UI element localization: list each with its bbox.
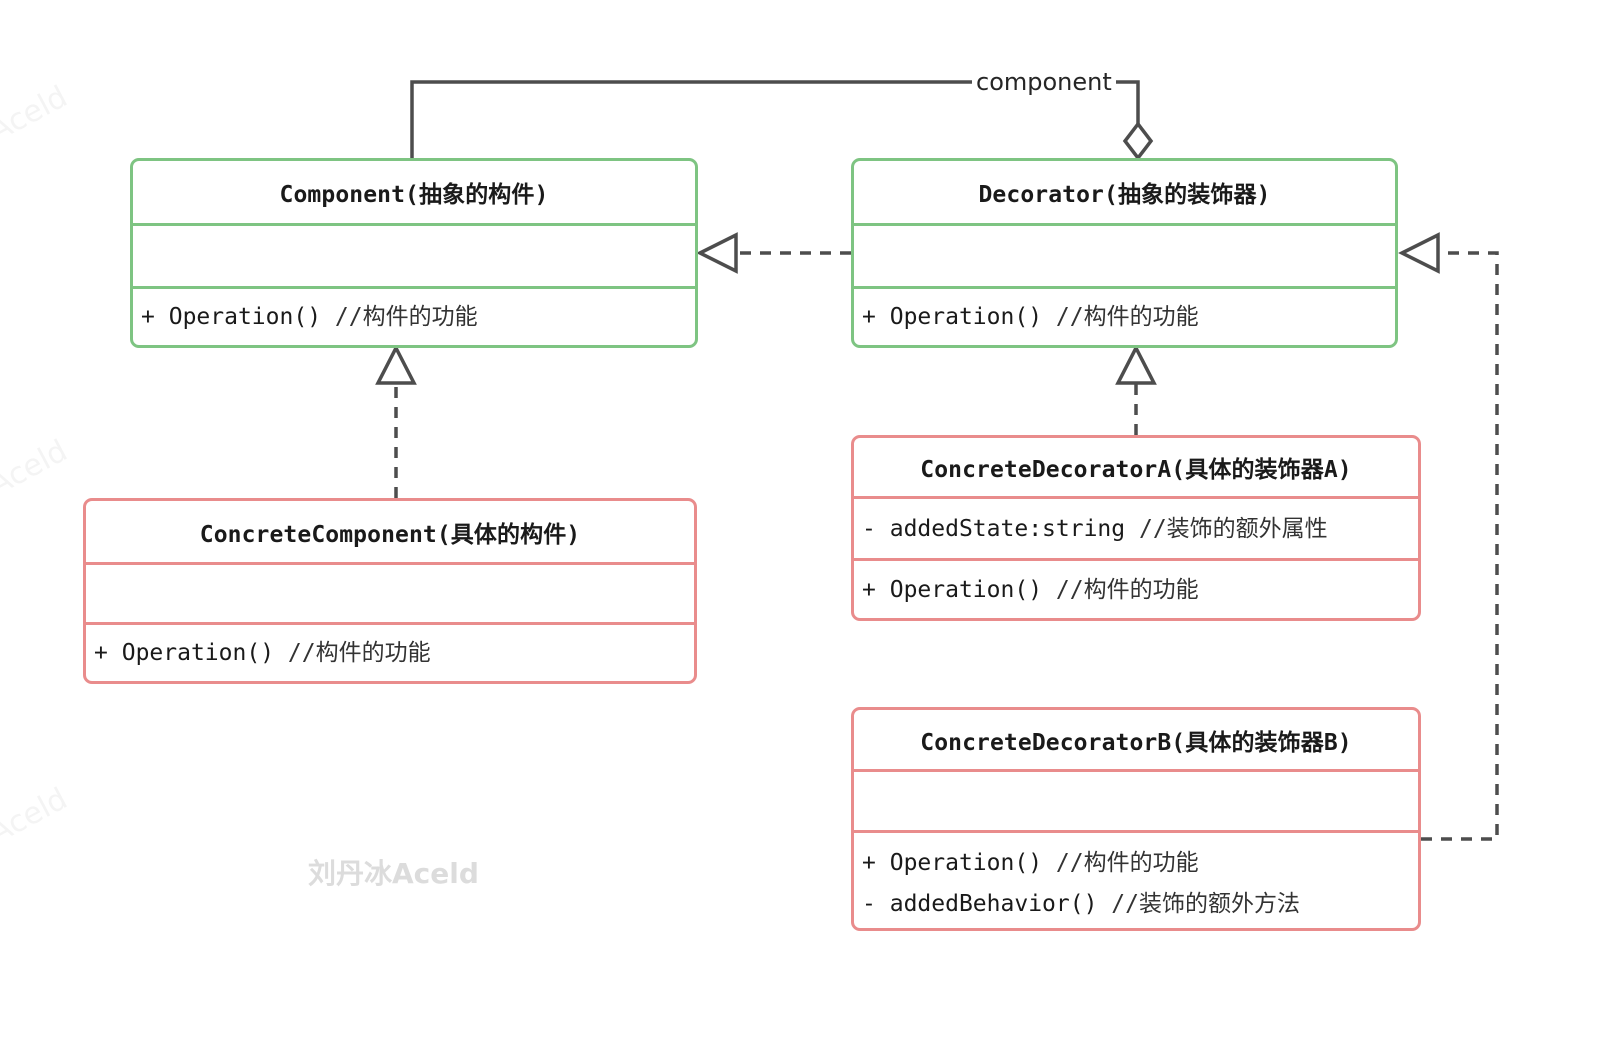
- class-method-row: + Operation() //构件的功能: [133, 302, 695, 332]
- watermark-edge-3: Aceld: [0, 781, 74, 851]
- class-box-concrete-component[interactable]: ConcreteComponent(具体的构件) + Operation() /…: [83, 498, 697, 684]
- method-visibility: +: [94, 640, 108, 666]
- class-box-concrete-decorator-b[interactable]: ConcreteDecoratorB(具体的装饰器B) + Operation(…: [851, 707, 1421, 931]
- class-methods-concrete-decorator-a: + Operation() //构件的功能: [854, 558, 1418, 618]
- method-visibility: +: [141, 304, 155, 330]
- realization-triangle-icon-concretecomponent: [375, 344, 417, 385]
- watermark-edge-1: Aceld: [0, 79, 74, 149]
- class-method-row: - addedBehavior() //装饰的额外方法: [854, 884, 1418, 925]
- method-comment: //构件的功能: [334, 304, 478, 330]
- class-attributes-concrete-decorator-a: - addedState:string //装饰的额外属性: [854, 496, 1418, 558]
- method-visibility: +: [862, 304, 876, 330]
- edge-realization-concretedecoratorb-decorator: [1421, 251, 1499, 841]
- class-title-decorator: Decorator(抽象的装饰器): [978, 182, 1271, 208]
- attribute-visibility: -: [862, 515, 876, 542]
- method-comment: //构件的功能: [1055, 304, 1199, 330]
- class-methods-decorator: + Operation() //构件的功能: [854, 286, 1395, 345]
- class-methods-component: + Operation() //构件的功能: [133, 286, 695, 345]
- method-comment: //构件的功能: [1055, 850, 1199, 876]
- class-method-row: + Operation() //构件的功能: [854, 302, 1395, 332]
- method-visibility: +: [862, 576, 876, 603]
- realization-triangle-icon-concretedecoratorb: [1398, 232, 1440, 274]
- class-attributes-component: [133, 223, 695, 286]
- method-signature: addedBehavior(): [889, 891, 1098, 917]
- class-title-concrete-component: ConcreteComponent(具体的构件): [199, 521, 581, 548]
- class-title-concrete-decorator-b: ConcreteDecoratorB(具体的装饰器B): [920, 729, 1352, 756]
- class-method-row: + Operation() //构件的功能: [854, 843, 1418, 884]
- method-signature: Operation(): [889, 576, 1043, 603]
- class-attributes-decorator: [854, 223, 1395, 286]
- method-comment: //构件的功能: [287, 640, 431, 666]
- watermark-center: 刘丹冰Aceld: [308, 857, 479, 890]
- class-title-component: Component(抽象的构件): [279, 182, 549, 208]
- edge-label-component: component: [972, 68, 1116, 96]
- class-attributes-concrete-decorator-b: [854, 769, 1418, 830]
- class-box-concrete-decorator-a[interactable]: ConcreteDecoratorA(具体的装饰器A) - addedState…: [851, 435, 1421, 621]
- method-signature: Operation(): [121, 640, 275, 666]
- method-visibility: -: [862, 891, 876, 917]
- class-methods-concrete-decorator-b: + Operation() //构件的功能 - addedBehavior() …: [854, 830, 1418, 928]
- class-box-decorator[interactable]: Decorator(抽象的装饰器) + Operation() //构件的功能: [851, 158, 1398, 348]
- aggregation-diamond-icon: [1122, 121, 1154, 161]
- class-attributes-concrete-component: [86, 562, 694, 622]
- method-comment: //装饰的额外方法: [1111, 891, 1300, 917]
- class-box-component[interactable]: Component(抽象的构件) + Operation() //构件的功能: [130, 158, 698, 348]
- watermark-edge-2: Aceld: [0, 433, 74, 503]
- realization-triangle-icon-decorator: [696, 232, 738, 274]
- method-signature: Operation(): [168, 304, 322, 330]
- method-signature: Operation(): [889, 304, 1043, 330]
- class-methods-concrete-component: + Operation() //构件的功能: [86, 622, 694, 681]
- method-signature: Operation(): [889, 850, 1043, 876]
- attribute-comment: //装饰的额外属性: [1138, 515, 1328, 542]
- class-method-row: + Operation() //构件的功能: [86, 638, 694, 668]
- method-comment: //构件的功能: [1055, 576, 1199, 603]
- class-title-concrete-decorator-a: ConcreteDecoratorA(具体的装饰器A): [920, 457, 1352, 483]
- class-attribute-row: - addedState:string //装饰的额外属性: [854, 514, 1418, 544]
- class-method-row: + Operation() //构件的功能: [854, 575, 1418, 605]
- realization-triangle-icon-concretedecoratora: [1115, 344, 1157, 385]
- method-visibility: +: [862, 850, 876, 876]
- attribute-signature: addedState:string: [889, 515, 1126, 542]
